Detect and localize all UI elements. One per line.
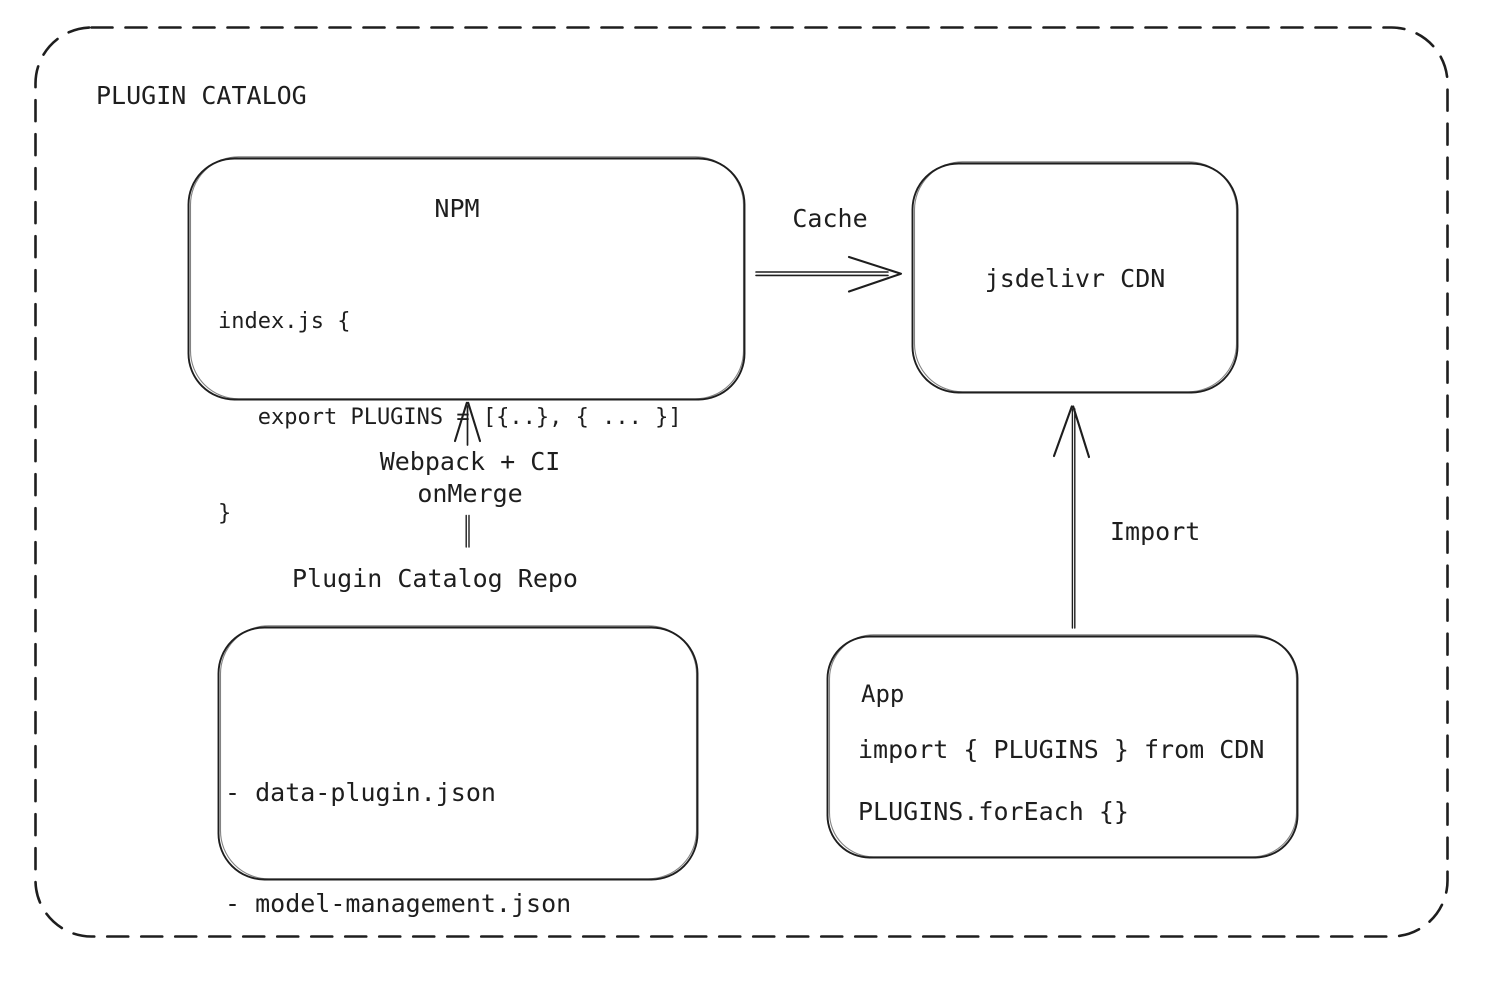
plugin-catalog-boundary [36, 28, 1448, 937]
repo-file-item: ... [225, 996, 571, 1002]
cache-arrow-label: Cache [792, 204, 868, 233]
import-arrow-label: Import [1110, 517, 1201, 546]
build-arrow-label-line2: onMerge [417, 479, 523, 508]
repo-file-item: - model-management.json [225, 889, 572, 918]
npm-code-line: export PLUGINS = [{..}, { ... }] [218, 405, 682, 430]
build-arrow [455, 403, 480, 547]
repo-box [219, 626, 698, 880]
cache-arrow [756, 257, 901, 292]
npm-code: index.js { export PLUGINS = [{..}, { ...… [218, 242, 682, 594]
repo-title: Plugin Catalog Repo [292, 564, 578, 593]
cdn-label: jsdelivr CDN [984, 264, 1166, 293]
npm-box [189, 157, 745, 400]
app-code-line: import { PLUGINS } from CDN [858, 735, 1265, 764]
npm-title: NPM [434, 194, 480, 223]
npm-code-line: } [218, 501, 232, 526]
app-code-line: PLUGINS.forEach {} [858, 797, 1129, 826]
diagram-title: PLUGIN CATALOG [96, 81, 307, 110]
app-box [828, 635, 1298, 858]
repo-file-item: - data-plugin.json [225, 778, 496, 807]
cdn-box [913, 162, 1238, 393]
repo-file-list: - data-plugin.json - model-management.js… [225, 700, 571, 1002]
build-arrow-label-line1: Webpack + CI [379, 447, 561, 476]
app-title: App [861, 680, 905, 708]
npm-code-line: index.js { [218, 309, 351, 334]
import-arrow [1054, 407, 1089, 629]
